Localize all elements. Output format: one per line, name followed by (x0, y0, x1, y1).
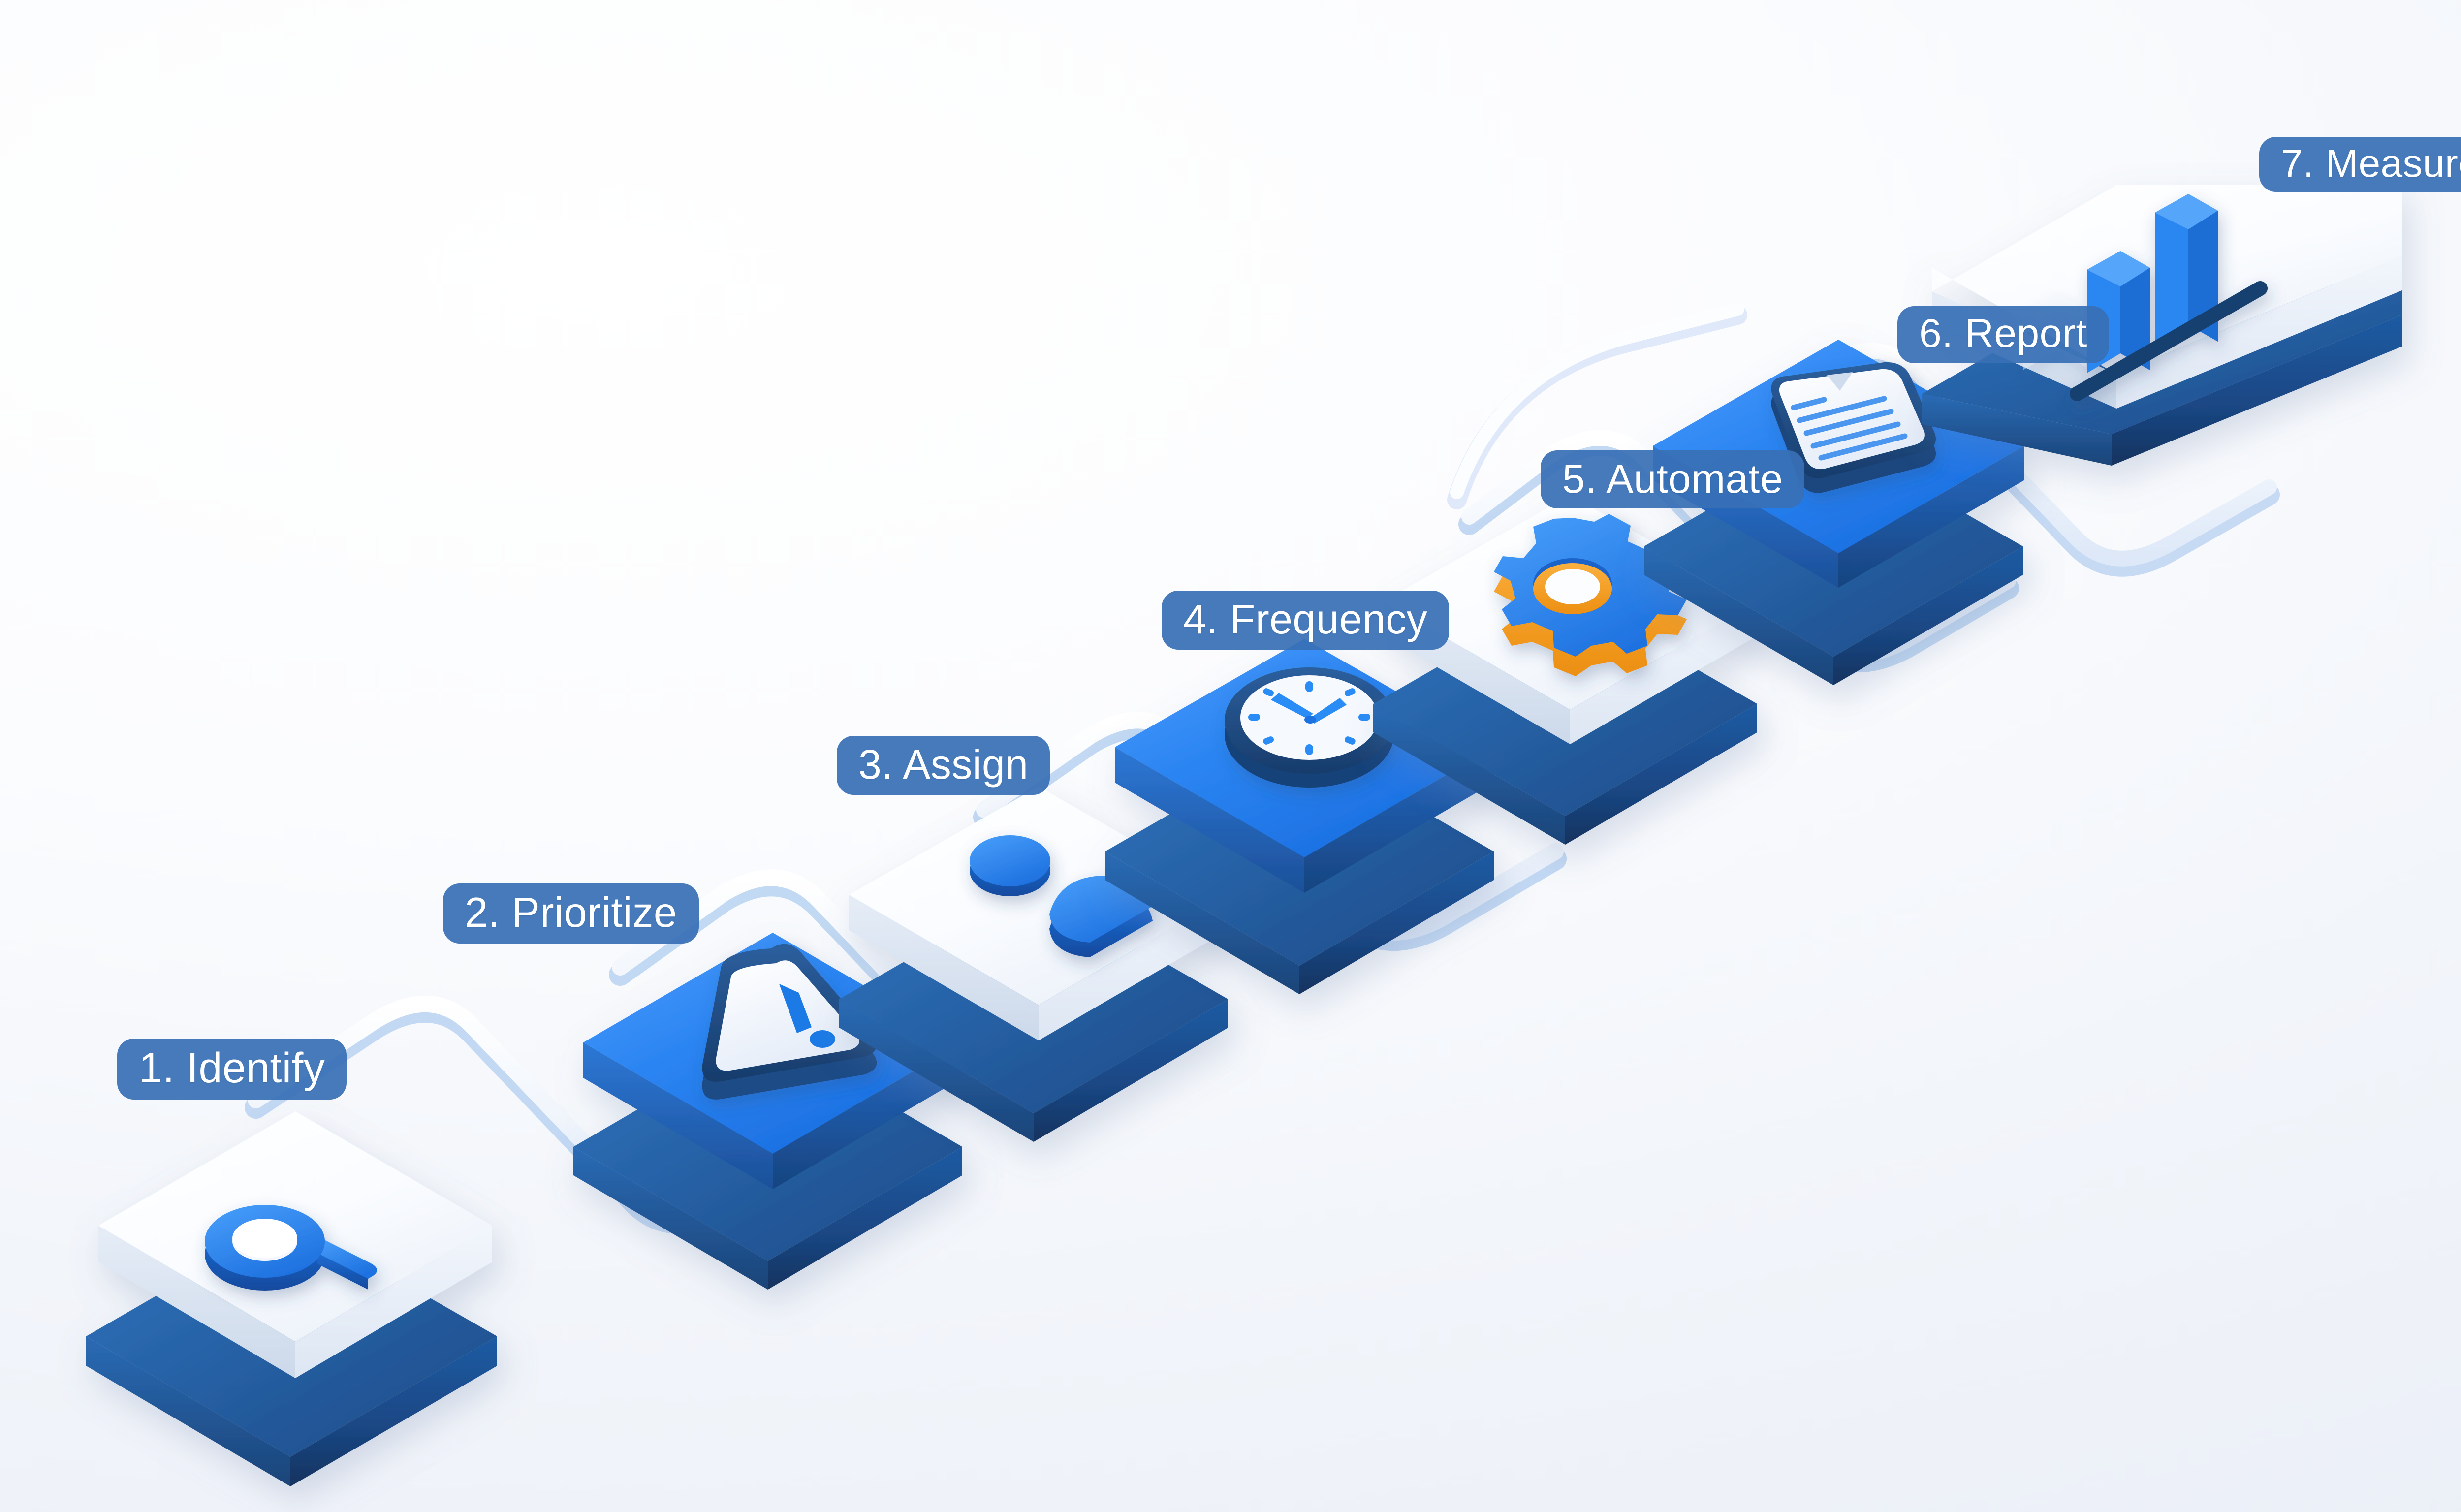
step-label-text: 3. Assign (858, 741, 1029, 788)
gear-icon (1494, 514, 1687, 676)
step-label-text: 4. Frequency (1183, 596, 1428, 642)
step-tile-identify[interactable] (86, 1111, 497, 1486)
step-label-prioritize[interactable]: 2. Prioritize (443, 883, 699, 944)
step-label-measure[interactable]: 7. Measure (2259, 137, 2461, 192)
connector-6-7 (1447, 302, 1747, 509)
warning-triangle-icon (702, 944, 877, 1100)
document-icon (1771, 362, 1936, 493)
step-label-assign[interactable]: 3. Assign (837, 736, 1050, 795)
step-label-text: 1. Identify (139, 1044, 325, 1092)
magnifier-icon (205, 1205, 377, 1291)
step-label-text: 5. Automate (1562, 455, 1783, 502)
person-icon (970, 835, 1153, 957)
step-label-report[interactable]: 6. Report (1897, 306, 2109, 363)
step-label-text: 6. Report (1919, 311, 2087, 356)
step-tile-frequency[interactable] (1105, 639, 1494, 994)
step-label-automate[interactable]: 5. Automate (1541, 450, 1805, 508)
step-label-identify[interactable]: 1. Identify (117, 1039, 347, 1100)
clock-icon (1225, 667, 1394, 788)
bar-tall (2155, 194, 2218, 345)
step-label-frequency[interactable]: 4. Frequency (1162, 591, 1450, 650)
step-label-text: 7. Measure (2281, 141, 2461, 185)
step-label-text: 2. Prioritize (465, 889, 677, 936)
